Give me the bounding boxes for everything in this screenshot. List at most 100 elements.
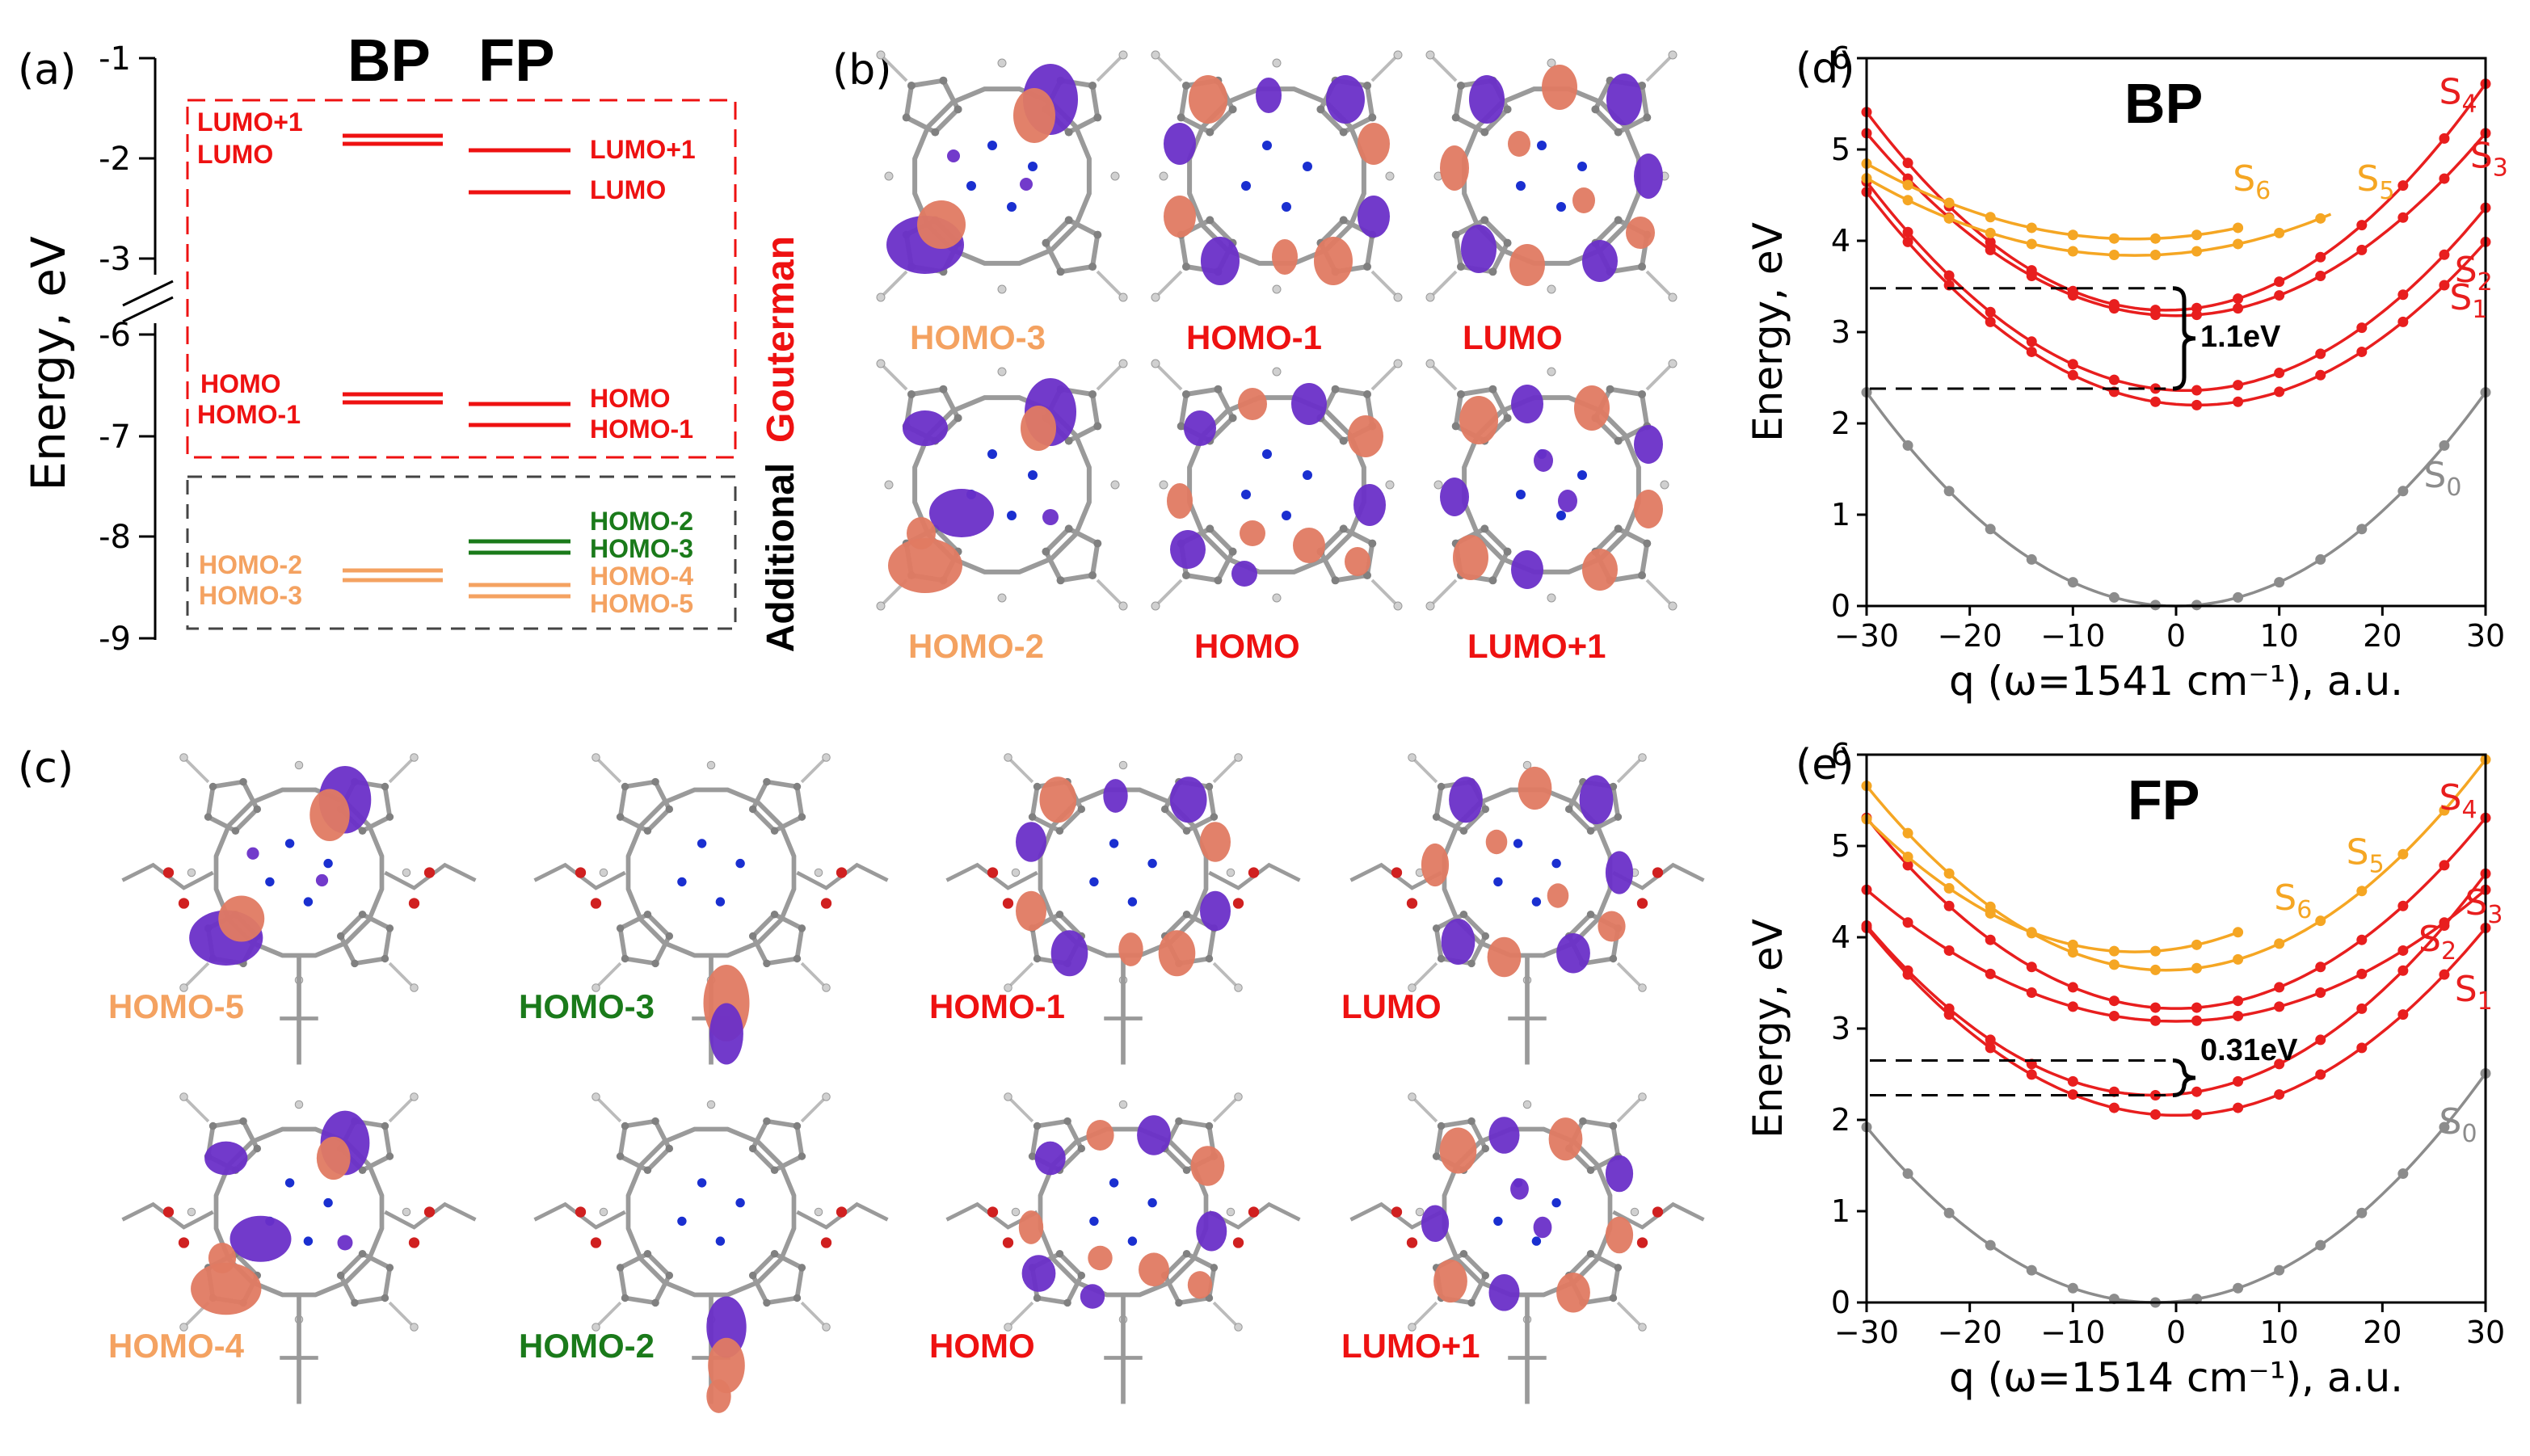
data-point-s0 bbox=[2026, 553, 2037, 565]
carbon-atom bbox=[1614, 128, 1623, 137]
carbon-atom bbox=[1456, 263, 1465, 271]
data-point-s1 bbox=[2356, 346, 2368, 357]
data-point-s0 bbox=[2274, 1265, 2285, 1276]
hydrogen-atom bbox=[997, 284, 1007, 294]
carbon-atom bbox=[1638, 263, 1647, 271]
oxygen-atom bbox=[987, 1206, 999, 1218]
carbon-atom bbox=[1586, 1166, 1595, 1175]
carbon-atom bbox=[643, 1166, 652, 1175]
oxygen-atom bbox=[178, 898, 190, 909]
panel-b-orbitals: (b) HOMO-3 HOMO-1 LUMO HOMO-2 HOMO LUMO+… bbox=[832, 46, 1678, 665]
carbon-atom bbox=[358, 827, 367, 835]
orbital-lobe bbox=[1558, 490, 1577, 512]
data-point-s5 bbox=[1985, 227, 1996, 238]
oxygen-atom bbox=[1232, 898, 1244, 909]
hydrogen-atom bbox=[1522, 760, 1532, 770]
data-point-s2 bbox=[2356, 1003, 2368, 1014]
nitrogen-atom bbox=[1262, 449, 1272, 459]
data-point-s1 bbox=[2274, 1089, 2285, 1100]
ch-bond bbox=[1645, 579, 1674, 608]
oxygen-atom bbox=[1406, 898, 1418, 909]
data-point-s1 bbox=[2191, 399, 2203, 410]
orbital-lobe bbox=[1511, 550, 1543, 589]
data-point-s1 bbox=[2439, 969, 2450, 980]
series-label-s6: S6 bbox=[2274, 877, 2312, 924]
annotation-label: 1.1eV bbox=[2200, 320, 2281, 354]
carbon-atom bbox=[770, 910, 779, 919]
x-tick-label: 20 bbox=[2363, 1315, 2402, 1350]
x-tick-label: 30 bbox=[2466, 1315, 2505, 1350]
carbon-atom bbox=[616, 813, 625, 821]
nitrogen-atom bbox=[987, 141, 997, 150]
hydrogen-atom bbox=[1547, 58, 1556, 68]
series-line-s0 bbox=[1865, 391, 2487, 608]
nitrogen-atom bbox=[1007, 202, 1017, 212]
c-label-6: HOMO-2 bbox=[519, 1327, 655, 1365]
carbon-atom bbox=[651, 1117, 659, 1126]
oxygen-atom bbox=[423, 867, 436, 878]
orbital-lobe bbox=[1016, 822, 1046, 862]
orbital-lobe bbox=[1533, 1216, 1552, 1239]
x-tick-label: −10 bbox=[2040, 618, 2105, 654]
carbon-atom bbox=[1363, 81, 1372, 90]
data-point-s6 bbox=[2026, 927, 2037, 938]
data-point-s4 bbox=[2191, 1002, 2203, 1013]
ch-bond bbox=[800, 756, 827, 784]
series-label-subscript: 5 bbox=[2369, 851, 2385, 879]
nitrogen-atom bbox=[1577, 470, 1587, 480]
molecule-orbital-image bbox=[945, 1092, 1301, 1404]
data-point-s0 bbox=[1902, 440, 1913, 451]
data-point-s5 bbox=[2026, 238, 2037, 250]
ch-bond bbox=[1429, 579, 1458, 608]
carbon-atom bbox=[1606, 385, 1614, 393]
series-label-subscript: 1 bbox=[2477, 987, 2493, 1016]
pyrrole-ring bbox=[617, 1118, 672, 1173]
carbon-atom bbox=[1181, 263, 1190, 271]
nitrogen-atom bbox=[1282, 202, 1291, 212]
data-point-s5 bbox=[2397, 848, 2409, 860]
bp-label-lumo: LUMO bbox=[197, 140, 273, 169]
orbital-lobe bbox=[917, 200, 966, 249]
hydrogen-atom bbox=[814, 868, 823, 877]
carbon-atom bbox=[1331, 385, 1340, 393]
ch-bond bbox=[1096, 362, 1125, 391]
carbon-atom bbox=[1093, 113, 1102, 122]
carbon-atom bbox=[1339, 128, 1348, 137]
carbon-atom bbox=[1480, 128, 1489, 137]
orbital-lobe bbox=[1240, 520, 1265, 546]
orbital-lobe bbox=[1440, 145, 1469, 191]
carbon-atom bbox=[1481, 1271, 1490, 1280]
data-point-s2 bbox=[1902, 965, 1913, 976]
orbital-lobe bbox=[1582, 549, 1618, 591]
orbital-lobe bbox=[1508, 131, 1530, 157]
data-point-s3 bbox=[2274, 1001, 2285, 1012]
carbon-atom bbox=[643, 910, 652, 919]
data-point-s6 bbox=[1902, 851, 1913, 862]
orbital-lobe bbox=[1039, 776, 1077, 823]
nitrogen-atom bbox=[1556, 511, 1566, 520]
ch-bond bbox=[1616, 756, 1644, 784]
pyrrole-ring bbox=[750, 1251, 805, 1306]
carbon-atom bbox=[1088, 571, 1097, 580]
pyrrole-ring bbox=[205, 779, 260, 834]
carbon-atom bbox=[651, 959, 659, 968]
data-point-s0 bbox=[2108, 591, 2120, 603]
ch-bond bbox=[1645, 53, 1674, 82]
carbon-atom bbox=[1033, 1294, 1042, 1302]
b-label-4: HOMO-2 bbox=[908, 627, 1044, 665]
b-label-3: LUMO bbox=[1463, 318, 1563, 356]
hydrogen-atom bbox=[1110, 480, 1120, 490]
orbital-lobe bbox=[1441, 919, 1475, 965]
orbital-lobe bbox=[1606, 74, 1642, 125]
nitrogen-atom bbox=[1262, 141, 1272, 150]
hydrogen-atom bbox=[410, 1323, 419, 1332]
data-point-s5 bbox=[2149, 250, 2161, 261]
data-point-s1 bbox=[2233, 1102, 2244, 1113]
carbon-atom bbox=[621, 1294, 629, 1302]
macrocycle-bonds bbox=[1442, 1126, 1613, 1298]
ch-bond bbox=[1212, 1096, 1240, 1123]
orbital-lobe bbox=[309, 789, 350, 842]
carbon-atom bbox=[1228, 105, 1237, 114]
data-point-s6 bbox=[2149, 233, 2161, 244]
orbital-lobe bbox=[709, 1003, 743, 1065]
